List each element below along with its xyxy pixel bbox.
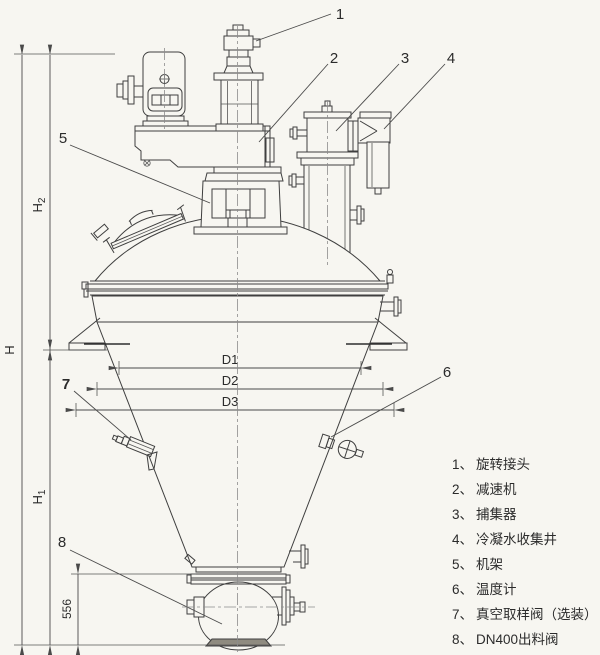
legend-item: 4、冷凝水收集井: [452, 527, 600, 552]
manhole-cover: [102, 204, 186, 254]
legend-item: 6、温度计: [452, 577, 600, 602]
dome-side-nozzle: [90, 223, 109, 241]
dimension-d2: D2: [86, 373, 394, 396]
callout-1: 1: [255, 6, 344, 42]
legend-item-number: 4、: [452, 532, 474, 547]
legend-item: 8、DN400出料阀: [452, 627, 600, 652]
drive-motor: [116, 51, 189, 127]
callout-3-label: 3: [401, 50, 409, 67]
dim-label-h: H: [2, 345, 17, 354]
callout-1-label: 1: [336, 6, 344, 23]
dimension-556: 556: [60, 563, 81, 655]
dim-label-h2: H2: [30, 197, 48, 212]
dim-label-h1: H1: [30, 489, 48, 504]
dim-label-d1: D1: [222, 352, 239, 367]
collector-trap: [289, 100, 352, 153]
dimension-d3: D3: [65, 394, 405, 417]
legend-item-number: 7、: [452, 607, 474, 622]
rotary-joint: [213, 24, 264, 81]
legend-item-number: 5、: [452, 557, 474, 572]
callout-2-label: 2: [330, 50, 338, 67]
extension-lines: [14, 53, 285, 646]
legend-item-label: 冷凝水收集井: [476, 532, 557, 547]
discharge-valve: [184, 553, 306, 651]
sampling-valve: [111, 434, 156, 458]
legend-item-number: 1、: [452, 457, 474, 472]
legend-item: 2、减速机: [452, 477, 600, 502]
legend-item-number: 8、: [452, 632, 474, 647]
legend-item-label: DN400出料阀: [476, 632, 559, 647]
legend-item: 3、捕集器: [452, 502, 600, 527]
dim-label-d2: D2: [222, 373, 239, 388]
legend-item-label: 减速机: [476, 482, 517, 497]
dimension-d1: D1: [108, 352, 372, 375]
legend-item: 1、旋转接头: [452, 452, 600, 477]
callout-8-label: 8: [58, 534, 66, 551]
callout-4-label: 4: [447, 50, 455, 67]
legend-item-label: 机架: [476, 557, 503, 572]
dimension-h: H: [2, 44, 25, 655]
legend-item-label: 温度计: [476, 582, 517, 597]
legend-item-number: 2、: [452, 482, 474, 497]
legend-item: 5、机架: [452, 552, 600, 577]
centerlines: [164, 26, 328, 652]
callout-7-label: 7: [62, 376, 70, 393]
callout-6: 6: [330, 364, 451, 438]
sight-glass: [146, 451, 158, 471]
dim-label-d3: D3: [222, 394, 239, 409]
gear-reducer: [134, 125, 275, 168]
callout-2: 2: [258, 50, 338, 143]
callout-4: 4: [383, 50, 455, 130]
legend-item: 7、真空取样阀（选装）: [452, 602, 600, 627]
callout-6-label: 6: [443, 364, 451, 381]
dimension-h1: H1: [30, 339, 53, 655]
parts-legend: 1、旋转接头 2、减速机 3、捕集器 4、冷凝水收集井 5、机架 6、温度计 7…: [452, 452, 600, 652]
shaft-column: [215, 79, 264, 132]
upper-side-nozzle: [380, 296, 402, 317]
legend-item-label: 捕集器: [476, 507, 517, 522]
callout-3: 3: [335, 50, 409, 132]
callout-5-label: 5: [59, 130, 67, 147]
legend-item-number: 3、: [452, 507, 474, 522]
legend-item-label: 旋转接头: [476, 457, 530, 472]
lower-side-nozzle: [289, 544, 309, 569]
dim-label-556: 556: [60, 599, 74, 619]
thermometer: [318, 433, 365, 459]
callout-5: 5: [59, 130, 211, 204]
callout-8: 8: [58, 534, 223, 625]
legend-item-label: 真空取样阀（选装）: [476, 607, 598, 622]
condensate-well: [347, 111, 392, 195]
support-legs: [68, 317, 408, 351]
legend-item-number: 6、: [452, 582, 474, 597]
dimension-h2: H2: [30, 44, 53, 361]
callout-7: 7: [62, 376, 132, 441]
stand-frame: [193, 166, 288, 235]
